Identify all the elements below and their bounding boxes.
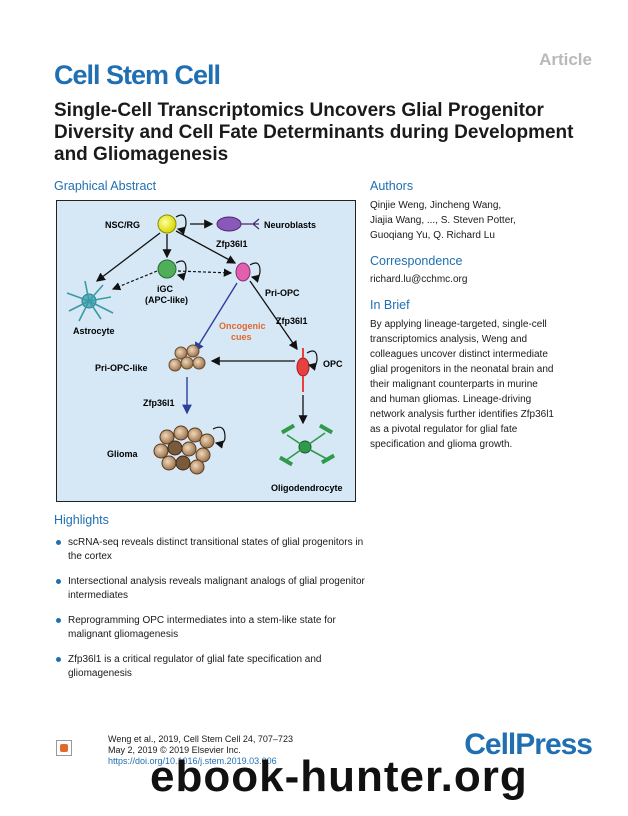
authors-line: Guoqiang Yu, Q. Richard Lu [370, 230, 495, 241]
journal-name: Cell Stem Cell [54, 60, 221, 90]
graphical-abstract-heading: Graphical Abstract [54, 179, 157, 193]
bullet-icon [56, 579, 61, 584]
igc-cell-icon [157, 259, 177, 279]
citation-line: Weng et al., 2019, Cell Stem Cell 24, 70… [108, 734, 293, 744]
astrocyte-cell-icon [66, 280, 114, 322]
in-brief-line: colleagues uncover distinct intermediate [370, 349, 548, 360]
nsc-cell-icon [157, 214, 177, 234]
crossmark-icon[interactable] [56, 740, 72, 756]
watermark-text: ebook-hunter.org [150, 752, 528, 801]
neuroblast-cell-icon [216, 216, 242, 232]
paper-title: Single-Cell Transcriptomics Uncovers Gli… [54, 100, 574, 165]
label-oligodendrocyte: Oligodendrocyte [271, 483, 343, 493]
graphical-abstract-figure: NSC/RG Neuroblasts Zfp36l1 iGC (APC-like… [56, 200, 356, 502]
in-brief-line: specification and glioma growth. [370, 439, 513, 450]
bullet-icon [56, 657, 61, 662]
correspondence-email[interactable]: richard.lu@cchmc.org [370, 274, 468, 285]
label-glioma: Glioma [107, 449, 139, 459]
in-brief-line: glial progenitors in the neonatal brain … [370, 364, 554, 375]
label-nsc: NSC/RG [105, 220, 140, 230]
label-cues: cues [231, 332, 252, 342]
highlight-item: Zfp36l1 is a critical regulator of glial… [54, 653, 374, 681]
copyright-line: May 2, 2019 © 2019 Elsevier Inc. [108, 745, 241, 755]
opc-cell-icon [296, 348, 310, 392]
in-brief-line: as a pivotal regulator for glial fate [370, 424, 518, 435]
authors-list: Qinjie Weng, Jincheng Wang, Jiajia Wang,… [370, 198, 590, 243]
pri-opc-like-cluster-icon [168, 344, 206, 372]
in-brief-line: network analysis further identifies Zfp3… [370, 409, 554, 420]
label-apc-like: (APC-like) [145, 295, 188, 305]
bullet-icon [56, 618, 61, 623]
in-brief-heading: In Brief [370, 298, 410, 312]
label-opc: OPC [323, 359, 343, 369]
highlights-section: Highlights scRNA-seq reveals distinct tr… [54, 513, 374, 692]
label-pri-opc-like: Pri-OPC-like [95, 363, 148, 373]
citation-footer: Weng et al., 2019, Cell Stem Cell 24, 70… [108, 734, 293, 767]
authors-heading: Authors [370, 179, 414, 193]
label-astrocyte: Astrocyte [73, 326, 115, 336]
highlight-item: Reprogramming OPC intermediates into a s… [54, 614, 374, 642]
authors-line: Jiajia Wang, ..., S. Steven Potter, [370, 215, 516, 226]
label-zfp36l1-left: Zfp36l1 [143, 398, 175, 408]
authors-line: Qinjie Weng, Jincheng Wang, [370, 200, 502, 211]
label-oncogenic: Oncogenic [219, 321, 266, 331]
bullet-icon [56, 540, 61, 545]
label-zfp36l1-mid: Zfp36l1 [276, 316, 308, 326]
in-brief-line: transcriptomics analysis, Weng and [370, 334, 528, 345]
glioma-cluster-icon [153, 425, 215, 475]
in-brief-line: their malignant counterparts in murine [370, 379, 538, 390]
doi-link[interactable]: https://doi.org/10.1016/j.stem.2019.03.0… [108, 756, 277, 766]
in-brief-line: and human gliomas. Lineage-driving [370, 394, 532, 405]
highlight-item: Intersectional analysis reveals malignan… [54, 575, 374, 603]
correspondence-heading: Correspondence [370, 254, 463, 268]
article-type-tag: Article [539, 50, 592, 69]
cellpress-logo: CellPress [464, 728, 593, 761]
pri-opc-cell-icon [235, 262, 251, 282]
label-igc: iGC [157, 284, 174, 294]
label-zfp36l1-top: Zfp36l1 [216, 239, 248, 249]
label-pri-opc: Pri-OPC [265, 288, 300, 298]
highlight-item: scRNA-seq reveals distinct transitional … [54, 536, 374, 564]
graphical-abstract-diagram: NSC/RG Neuroblasts Zfp36l1 iGC (APC-like… [66, 214, 343, 493]
in-brief-line: By applying lineage-targeted, single-cel… [370, 319, 547, 330]
highlights-heading: Highlights [54, 513, 109, 527]
label-neuroblasts: Neuroblasts [264, 220, 316, 230]
oligodendrocyte-cell-icon [278, 423, 336, 467]
in-brief-text: By applying lineage-targeted, single-cel… [370, 317, 600, 452]
